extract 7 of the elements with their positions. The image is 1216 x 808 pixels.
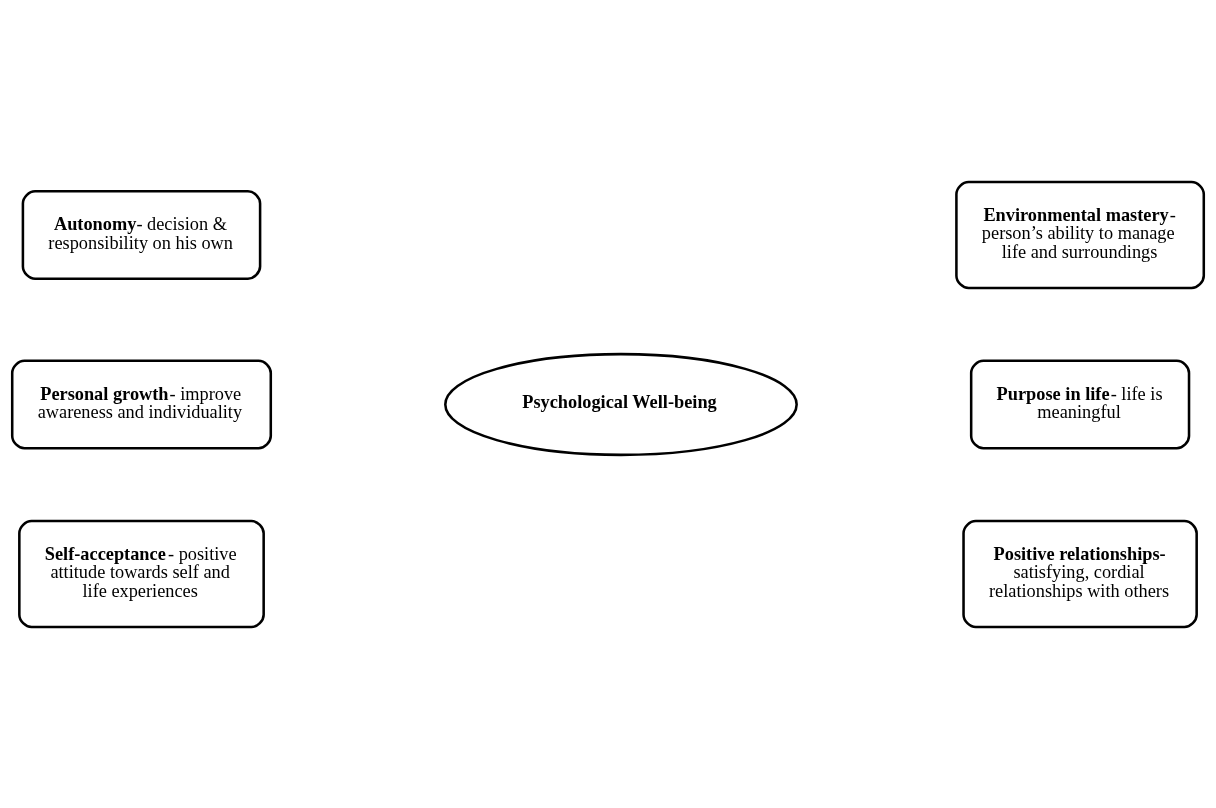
- node-box: Personal growth- improve awareness and individuality: [10, 358, 273, 450]
- node-box: Environmental mastery- person’s ability to manage life and surroundings: [955, 180, 1206, 289]
- node-ellipse: Psychological Well-being: [444, 352, 798, 456]
- node-box: Purpose in life- life is meaningful: [969, 358, 1191, 450]
- node-box: Autonomy- decision & responsibility on his own: [21, 189, 262, 280]
- node-box: Self-acceptance- positive attitude towards self and life experiences: [18, 519, 265, 628]
- node-box: Positive relationships- satisfying, cordial relationships with others: [962, 519, 1198, 628]
